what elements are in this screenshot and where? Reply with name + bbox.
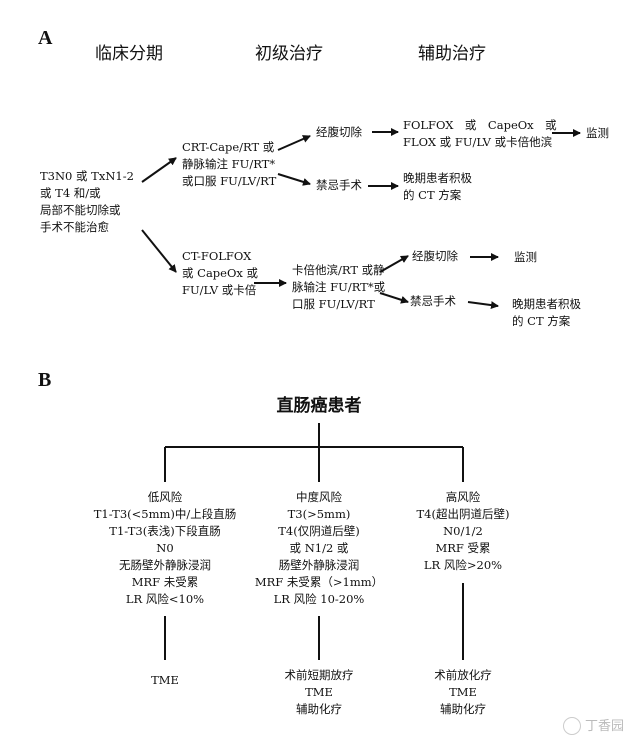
crt-adjuvant-box: FOLFOX 或 CapeOx 或 FLOX 或 FU/LV 或卡倍他滨 (403, 118, 557, 149)
monitor-label-2: 监测 (514, 250, 537, 264)
arrow-stage-to-ct (141, 229, 177, 273)
ct-rt-box: 卡倍他滨/RT 或静 脉输注 FU/RT*或 口服 FU/LV/RT (292, 263, 386, 311)
crt-contraindication-label: 禁忌手术 (316, 178, 362, 192)
low-risk-treatment: TME (151, 673, 179, 687)
ct-contraindication-label: 禁忌手术 (410, 294, 456, 308)
arrow-crt-to-contra (277, 173, 311, 186)
medium-risk-criteria: 中度风险 T3(>5mm) T4(仅阴道后壁) 或 N1/2 或 肠壁外静脉浸润… (254, 490, 384, 606)
late-ct-box-1: 晚期患者积极 的 CT 方案 (403, 171, 472, 202)
watermark: 丁香园 (562, 715, 624, 735)
high-risk-treatment: 术前放化疗 TME 辅助化疗 (434, 668, 492, 716)
arrow-stage-to-crt (141, 157, 177, 183)
monitor-label-1: 监测 (586, 126, 609, 140)
root-node-rectal-cancer: 直肠癌患者 (276, 396, 362, 416)
medium-risk-treatment: 术前短期放疗 TME 辅助化疗 (284, 668, 354, 716)
header-adjuvant-treatment: 辅助治疗 (418, 44, 486, 64)
ct-box: CT-FOLFOX 或 CapeOx 或 FU/LV 或卡倍 (182, 249, 259, 297)
crt-box: CRT-Cape/RT 或 静脉输注 FU/RT* 或口服 FU/LV/RT (182, 140, 277, 188)
arrow-contra2-to-late (467, 301, 499, 310)
arrow-crt-to-surgery (277, 135, 311, 151)
panel-a-label: A (38, 27, 53, 49)
arrow-ctrt-to-contra (379, 292, 409, 304)
stage-box: T3N0 或 TxN1-2 或 T4 和/或 局部不能切除或 手术不能治愈 (40, 169, 134, 234)
arrow-ctrt-to-surgery (379, 255, 409, 273)
high-risk-criteria: 高风险 T4(超出阴道后壁) N0/1/2 MRF 受累 LR 风险>20% (416, 490, 510, 572)
header-primary-treatment: 初级治疗 (255, 44, 323, 64)
panel-b-label: B (38, 369, 52, 391)
crt-surgery-label: 经腹切除 (316, 125, 362, 139)
low-risk-criteria: 低风险 T1-T3(<5mm)中/上段直肠 T1-T3(表浅)下段直肠 N0 无… (93, 490, 237, 606)
header-clinical-stage: 临床分期 (95, 44, 163, 64)
ct-surgery-label: 经腹切除 (412, 249, 458, 263)
late-ct-box-2: 晚期患者积极 的 CT 方案 (512, 297, 581, 328)
watermark-logo-icon (562, 717, 581, 735)
